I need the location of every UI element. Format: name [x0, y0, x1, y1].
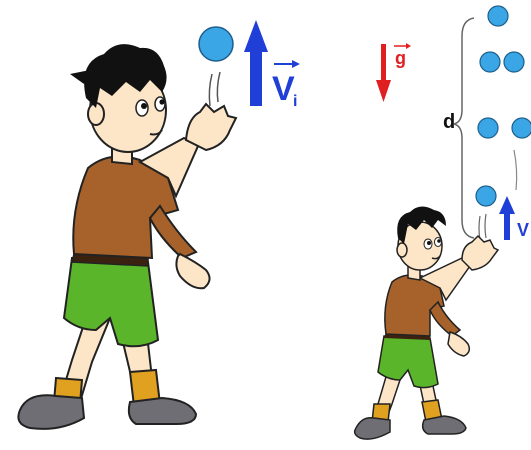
ball-icon — [487, 5, 509, 27]
motion-lines-large — [208, 71, 221, 107]
arrow-up-icon — [244, 20, 268, 106]
gravity-label: g — [394, 43, 411, 68]
ball-icon — [475, 185, 497, 207]
velocity-subscript: i — [293, 93, 297, 110]
arrow-up-icon — [499, 196, 515, 240]
ball-icon — [511, 117, 531, 139]
ball-sequence — [475, 5, 531, 207]
distance-label: d — [443, 111, 455, 133]
ball-icon — [479, 51, 501, 73]
velocity-label-small: V — [517, 220, 529, 240]
arrow-down-icon — [376, 44, 391, 102]
ball-icon — [503, 51, 525, 73]
motion-lines-small — [478, 213, 487, 241]
velocity-symbol: V — [272, 70, 295, 108]
brace-icon — [453, 17, 475, 239]
ball-icon — [198, 26, 234, 62]
velocity-label-large: V i — [272, 60, 300, 110]
boy-large — [17, 44, 238, 430]
ball-icon — [477, 117, 499, 139]
gravity-symbol: g — [395, 48, 406, 68]
boy-small — [353, 206, 500, 440]
